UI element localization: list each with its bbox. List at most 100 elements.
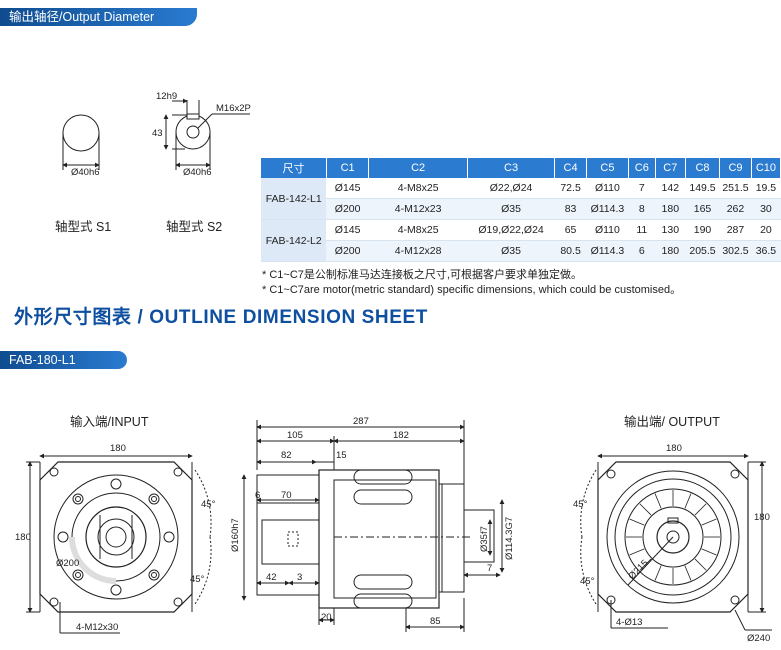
table-cell: Ø22,Ø24: [467, 178, 555, 199]
table-cell: Ø200: [326, 240, 369, 262]
output-ring-slot: [654, 565, 662, 581]
table-cell: 80.5: [554, 240, 587, 262]
output-ring-slot: [684, 493, 692, 509]
table-row: FAB-142-L2 Ø145 4-M8x25 Ø19,Ø22,Ø24 65 Ø…: [261, 219, 781, 262]
shaft-s2-key-width: 12h9: [156, 91, 177, 102]
header-cell: 尺寸: [261, 158, 327, 178]
side-d35: Ø35f7: [479, 526, 490, 552]
table-cell: 11: [628, 219, 656, 241]
side-d6: 6: [255, 490, 260, 501]
table-cell: Ø110: [586, 178, 629, 199]
table-cell: Ø19,Ø22,Ø24: [467, 219, 555, 241]
table-cell: Ø114.3: [586, 198, 629, 220]
table-row: Ø200 4-M12x23 Ø35 83 Ø114.3 8 180 165 26…: [261, 198, 781, 220]
table-cell: 251.5: [719, 178, 752, 199]
table-cell: 36.5: [751, 240, 781, 262]
table-row: FAB-142-L1 Ø145 4-M8x25 Ø22,Ø24 72.5 Ø11…: [261, 178, 781, 220]
output-width: 180: [666, 443, 682, 454]
shaft-s1-drawing: [62, 114, 100, 170]
note-english: * C1~C7are motor(metric standard) specif…: [262, 284, 682, 296]
output-ring-slot: [701, 518, 717, 526]
side-d85: 85: [430, 616, 441, 627]
table-cell: 262: [719, 198, 752, 220]
table-cell: 4-M12x23: [368, 198, 468, 220]
table-cell: 287: [719, 219, 752, 241]
output-angle-top: 45°: [573, 499, 588, 510]
table-cell: 8: [628, 198, 656, 220]
input-holes: 4-M12x30: [76, 622, 118, 633]
shaft-s1-diameter: Ø40h6: [71, 167, 100, 178]
header-cell: C6: [628, 158, 656, 178]
output-ring-slot: [701, 548, 717, 556]
table-cell: 7: [628, 178, 656, 199]
table-cell: 6: [628, 240, 656, 262]
output-ring-slot: [654, 493, 662, 509]
side-d114: Ø114.3G7: [504, 517, 515, 560]
side-d15: 15: [336, 450, 347, 461]
table-cell: 4-M12x28: [368, 240, 468, 262]
header-cell: C1: [326, 158, 370, 178]
table-cell: 180: [655, 198, 686, 220]
table-cell: 205.5: [685, 240, 720, 262]
output-diameter-header: 输出轴径/Output Diameter: [0, 8, 197, 26]
output-view-drawing: [580, 453, 772, 631]
output-ring-slot: [629, 518, 645, 526]
output-ring-slot: [639, 558, 652, 571]
input-pcd: Ø200: [56, 558, 79, 569]
header-cell: C7: [655, 158, 686, 178]
table-cell: 130: [655, 219, 686, 241]
output-spoke-pattern: [626, 490, 720, 584]
input-height: 180: [15, 532, 31, 543]
output-angle-bottom: 45°: [580, 576, 595, 587]
model-cell: FAB-142-L1: [261, 178, 327, 220]
shaft-s2-height: 43: [152, 128, 163, 139]
shaft-s2-drawing: [163, 98, 250, 170]
output-ring-slot: [694, 503, 707, 516]
side-d7: 7: [487, 563, 492, 574]
table-cell: Ø145: [326, 178, 369, 199]
side-total-length: 287: [353, 416, 369, 427]
side-d3: 3: [297, 572, 302, 583]
table-cell: 165: [685, 198, 720, 220]
header-cell: C8: [685, 158, 721, 178]
input-angle-top: 45°: [201, 499, 216, 510]
output-ring-slot: [629, 548, 645, 556]
input-view-drawing: [26, 453, 212, 634]
header-cell: C4: [554, 158, 587, 178]
side-view-drawing: [241, 420, 505, 632]
model-label: FAB-180-L1: [0, 351, 127, 369]
table-cell: Ø110: [586, 219, 629, 241]
output-height: 180: [754, 512, 770, 523]
table-cell: Ø200: [326, 198, 369, 220]
table-cell: 72.5: [554, 178, 587, 199]
table-cell: 302.5: [719, 240, 752, 262]
table-cell: 180: [655, 240, 686, 262]
output-outer-diameter: Ø240: [747, 633, 770, 644]
side-d70: 70: [281, 490, 292, 501]
table-cell: 20: [751, 219, 781, 241]
output-ring-slot: [639, 503, 652, 516]
note-chinese: * C1~C7是公制标准马达连接板之尺寸,可根据客户要求单独定做。: [262, 269, 582, 281]
model-cell: FAB-142-L2: [261, 219, 327, 262]
output-ring-slot: [684, 565, 692, 581]
shaft-s2-diameter: Ø40h6: [183, 167, 212, 178]
output-ring-slot: [694, 558, 707, 571]
section-title: 外形尺寸图表 / OUTLINE DIMENSION SHEET: [14, 307, 428, 328]
table-cell: 190: [685, 219, 720, 241]
table-cell: 142: [655, 178, 686, 199]
output-pcd: Ø215: [626, 558, 650, 582]
table-cell: Ø35: [467, 240, 555, 262]
input-width: 180: [110, 443, 126, 454]
output-view-title: 输出端/ OUTPUT: [624, 415, 720, 429]
table-cell: 4-M8x25: [368, 178, 468, 199]
side-d82: 82: [281, 450, 292, 461]
side-left-length: 105: [287, 430, 303, 441]
side-right-length: 182: [393, 430, 409, 441]
table-cell: Ø145: [326, 219, 369, 241]
table-cell: 19.5: [751, 178, 781, 199]
side-d160: Ø160h7: [230, 518, 241, 552]
header-cell: C3: [467, 158, 556, 178]
dimension-table: 尺寸 C1 C2 C3 C4 C5 C6 C7 C8 C9 C10 FAB-14…: [261, 158, 781, 262]
side-d20: 20: [321, 612, 332, 623]
